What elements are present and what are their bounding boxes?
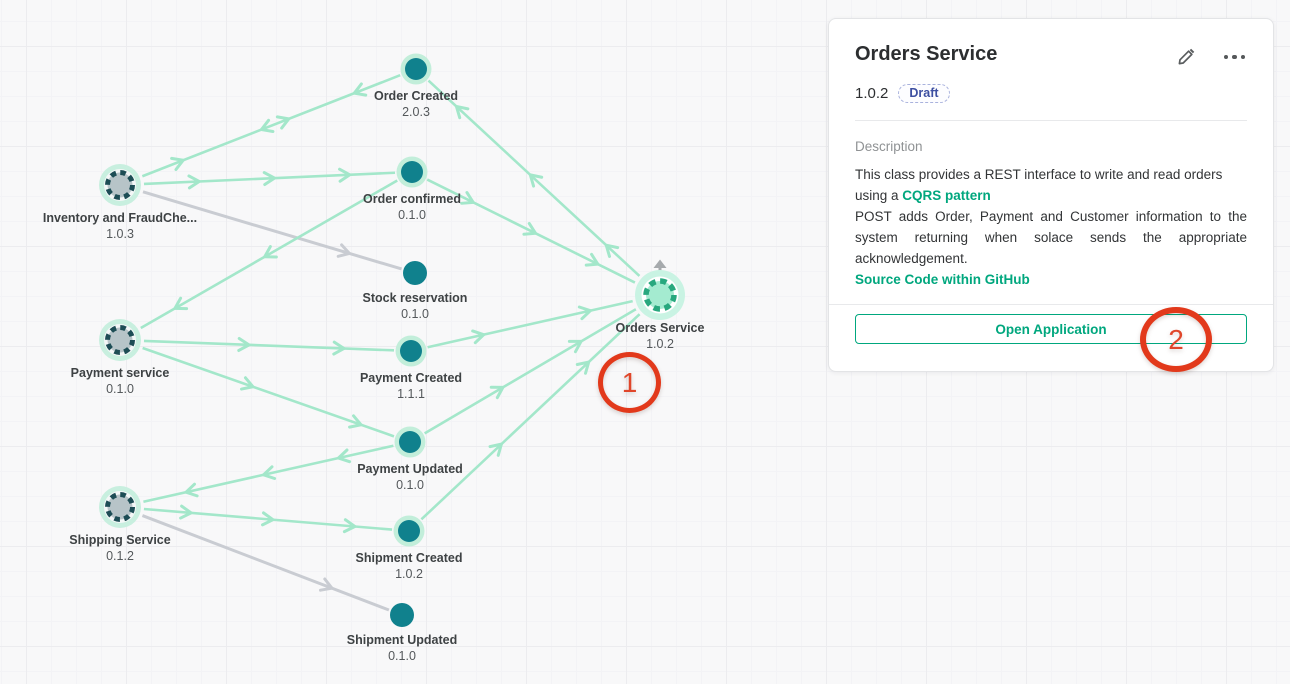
- event-node-icon: [390, 603, 414, 627]
- edge-payment-updated-to-orders-service: [423, 308, 637, 435]
- edge-inventory-to-order-confirmed: [143, 167, 396, 190]
- cqrs-pattern-link[interactable]: CQRS pattern: [902, 188, 991, 203]
- node-version: 0.1.0: [398, 208, 426, 222]
- page-title: Orders Service: [855, 43, 998, 65]
- edge-shipping-service-to-shipment-updated: [141, 514, 390, 612]
- annotation-number: 1: [621, 366, 638, 398]
- event-node-icon: [395, 335, 427, 367]
- node-version: 2.0.3: [402, 105, 430, 119]
- node-event-shipment-created[interactable]: Shipment Created 1.0.2: [319, 514, 499, 582]
- edge-payment-service-to-payment-created: [143, 337, 395, 356]
- node-label: Payment service: [70, 366, 170, 380]
- node-application-orders-service[interactable]: Orders Service 1.0.2: [570, 268, 750, 352]
- node-label: Stock reservation: [362, 291, 468, 305]
- event-node-icon: [400, 53, 432, 85]
- edge-payment-updated-to-shipping-service: [143, 444, 394, 504]
- node-version: 1.0.3: [106, 227, 134, 241]
- node-event-payment-created[interactable]: Payment Created 1.1.1: [321, 334, 501, 402]
- version-label: 1.0.2: [855, 85, 889, 102]
- node-version: 0.1.0: [401, 307, 429, 321]
- node-label: Inventory and FraudChe...: [42, 211, 198, 225]
- node-event-stock-reservation[interactable]: Stock reservation 0.1.0: [325, 260, 505, 322]
- header-divider: [855, 120, 1247, 121]
- node-version: 1.0.2: [646, 337, 674, 351]
- node-version: 0.1.2: [106, 549, 134, 563]
- node-event-order-created[interactable]: Order Created 2.0.3: [326, 52, 506, 120]
- annotation-number: 2: [1168, 323, 1184, 355]
- node-event-payment-updated[interactable]: Payment Updated 0.1.0: [320, 425, 500, 493]
- status-badge: Draft: [898, 84, 950, 103]
- node-version: 0.1.0: [388, 649, 416, 663]
- edge-shipping-service-to-shipment-created: [143, 504, 393, 534]
- node-label: Shipment Created: [355, 551, 463, 565]
- node-label: Shipping Service: [69, 533, 171, 547]
- edge-payment-service-to-payment-updated: [142, 346, 395, 438]
- service-node-icon: [99, 319, 141, 361]
- node-label: Shipment Updated: [346, 633, 458, 647]
- node-label: Orders Service: [615, 321, 705, 335]
- description-text: This class provides a REST interface to …: [855, 167, 1223, 203]
- description-paragraph-1: This class provides a REST interface to …: [855, 164, 1247, 206]
- node-service-inventory[interactable]: Inventory and FraudChe... 1.0.3: [30, 162, 210, 242]
- service-node-icon: [99, 164, 141, 206]
- edge-inventory-to-order-created: [141, 73, 401, 178]
- edge-shipment-created-to-orders-service: [420, 313, 641, 521]
- node-version: 0.1.0: [396, 478, 424, 492]
- event-node-icon: [403, 261, 427, 285]
- edge-orders-service-to-order-created: [427, 79, 641, 277]
- more-menu-button[interactable]: [1222, 53, 1248, 62]
- pencil-icon: [1178, 48, 1194, 65]
- annotation-circle-1: 1: [598, 352, 661, 413]
- node-version: 0.1.0: [106, 382, 134, 396]
- node-label: Order confirmed: [363, 192, 461, 206]
- annotation-circle-2: 2: [1140, 307, 1212, 372]
- node-service-payment[interactable]: Payment service 0.1.0: [30, 317, 210, 397]
- description-label: Description: [855, 139, 923, 154]
- edge-inventory-to-stock-reservation: [142, 190, 403, 271]
- service-node-icon: [99, 486, 141, 528]
- node-event-order-confirmed[interactable]: Order confirmed 0.1.0: [322, 155, 502, 223]
- node-service-shipping[interactable]: Shipping Service 0.1.2: [30, 484, 210, 564]
- ellipsis-icon: [1223, 54, 1245, 60]
- event-node-icon: [396, 156, 428, 188]
- edge-order-confirmed-to-payment-service: [140, 179, 398, 330]
- details-panel: Orders Service 1.0.2 Draft Description: [828, 18, 1274, 372]
- description-paragraph-2: POST adds Order, Payment and Customer in…: [855, 209, 1247, 266]
- source-code-link[interactable]: Source Code within GitHub: [855, 272, 1030, 287]
- edit-button[interactable]: [1174, 45, 1198, 69]
- node-label: Payment Updated: [357, 462, 463, 476]
- node-label: Payment Created: [359, 371, 463, 385]
- event-node-icon: [393, 515, 425, 547]
- node-version: 1.1.1: [397, 387, 425, 401]
- edge-payment-created-to-orders-service: [427, 299, 633, 349]
- application-node-icon: [635, 270, 685, 320]
- node-event-shipment-updated[interactable]: Shipment Updated 0.1.0: [312, 602, 492, 664]
- edge-order-confirmed-to-orders-service: [426, 178, 636, 284]
- node-version: 1.0.2: [395, 567, 423, 581]
- node-label: Order Created: [373, 89, 459, 103]
- event-node-icon: [394, 426, 426, 458]
